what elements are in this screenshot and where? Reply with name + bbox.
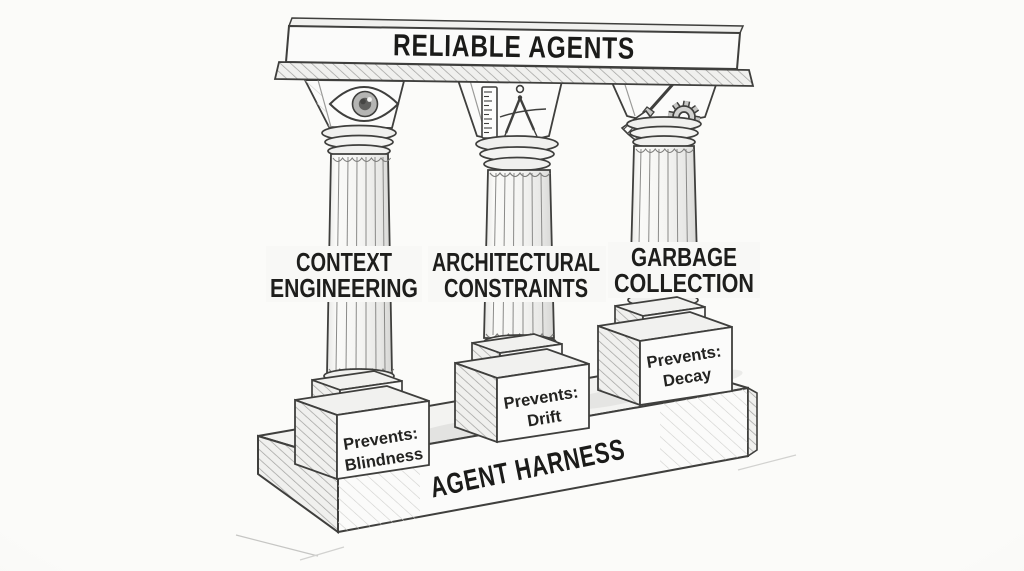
lintel-underside [273,61,755,87]
pedestal: Prevents: Drift [454,333,590,444]
compass-crossbar [499,108,547,118]
label-band [608,242,760,298]
pillar-garbage-collection: GARBAGE COLLECTION Prevents: Decay [597,77,760,407]
pillar-architectural-constraints: ARCHITECTURAL CONSTRAINTS Prevents: Drif… [428,79,606,444]
pillar-name-line1: ARCHITECTURAL [432,247,600,277]
eye-highlight [367,97,372,102]
ruler-ticks [484,91,492,134]
broom-handle [648,82,676,111]
compass-icon [499,84,547,140]
pedestal-left [597,324,641,407]
flute-scallops [489,172,551,178]
ruler-compass-icon [481,84,547,140]
pillar-name-line2: CONSTRAINTS [444,273,588,303]
sketch-line [737,454,797,471]
ruler-icon [481,86,498,139]
pedestal-front-plaque [496,362,590,444]
platform-right-face [747,386,758,458]
flute-scallops [635,148,695,154]
sketch-line [299,546,345,561]
capital-ring [483,156,551,172]
pedestal-front-plaque [336,399,430,481]
pillar-name-line1: CONTEXT [296,247,392,277]
pedestal-front-plaque [639,325,733,407]
pillar-name-line2: COLLECTION [614,268,754,298]
pillar-name-line2: ENGINEERING [270,273,418,303]
flute-scallops [332,157,392,163]
flute-scallops [485,333,554,339]
compass-knob [515,84,525,94]
eye-pupil-shade [360,98,366,105]
diagram-title: RELIABLE AGENTS [393,28,635,65]
eye-icon [328,85,400,123]
pedestal: Prevents: Blindness [294,370,430,481]
sketch-line [235,534,319,557]
capital-bevel [305,80,331,127]
capital-block [456,79,564,142]
label-band [266,246,422,302]
pillar-context-engineering: CONTEXT ENGINEERING Prevents: Blindness [266,79,430,481]
platform-front-hatch [660,388,748,470]
capital-fold-line [317,79,332,128]
prevents-value: Drift [526,407,563,430]
pedestal: Prevents: Decay [597,296,733,407]
pedestal-left [454,361,498,444]
pillar-name-line1: GARBAGE [631,242,737,272]
pedestal-left [294,398,338,481]
lintel: RELIABLE AGENTS [273,17,755,87]
label-band [428,246,606,302]
compass-legs [504,97,536,134]
